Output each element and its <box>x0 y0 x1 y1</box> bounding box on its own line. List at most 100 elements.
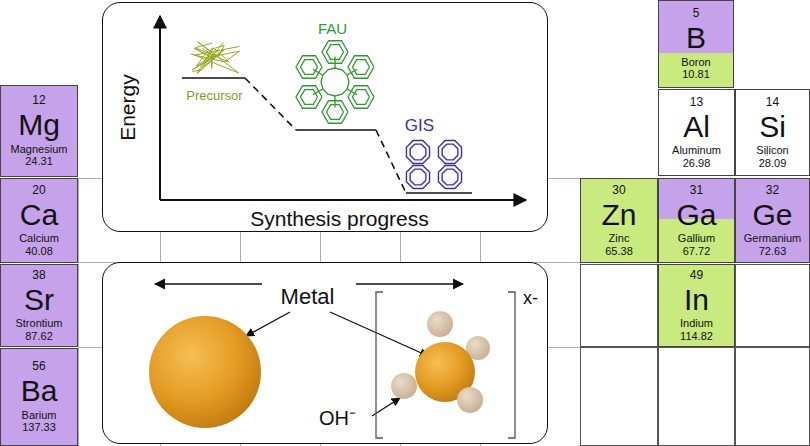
element-symbol: Ba <box>21 374 58 409</box>
fau-cage <box>322 101 348 124</box>
element-name: Calcium <box>19 232 59 245</box>
fau-cage <box>352 60 369 75</box>
element-symbol: Ca <box>20 198 58 233</box>
fau-bond <box>313 69 323 75</box>
element-symbol: Sr <box>24 283 54 318</box>
fau-cage <box>348 56 374 79</box>
hydroxide-complex <box>391 311 490 413</box>
element-name: Barium <box>22 409 57 422</box>
element-tile: 49InIndium114.82 <box>658 264 735 347</box>
fau-framework <box>296 41 374 124</box>
atomic-number: 31 <box>690 184 703 198</box>
gis-ring <box>406 140 429 163</box>
atomic-mass: 72.63 <box>759 245 787 258</box>
element-name: Aluminum <box>672 144 721 157</box>
element-tile: 5BBoron10.81 <box>658 0 734 88</box>
element-symbol: B <box>686 21 706 56</box>
diagram-label: GIS <box>405 117 434 136</box>
diagram-label: OH⁻ <box>319 407 356 429</box>
empty-cell <box>581 265 658 347</box>
diagram-label: Synthesis progress <box>250 207 429 230</box>
atomic-mass: 87.62 <box>25 330 53 343</box>
leader-lines <box>246 312 428 416</box>
energy-axes <box>160 16 526 200</box>
gis-ring <box>410 144 426 160</box>
element-name: Germanium <box>744 232 801 245</box>
gis-ring <box>438 140 461 163</box>
fau-cage <box>322 41 348 64</box>
fau-cage <box>327 105 344 120</box>
energy-levels <box>182 78 472 193</box>
element-tile: 20CaCalcium40.08 <box>0 178 78 263</box>
gis-ring <box>442 144 458 160</box>
precursor-strand <box>191 48 240 68</box>
atomic-number: 32 <box>766 184 779 198</box>
gis-ring <box>438 165 461 188</box>
atomic-mass: 24.31 <box>25 155 53 168</box>
gis-ring <box>406 165 429 188</box>
element-name: Boron <box>681 56 710 69</box>
direction-arrows <box>155 283 463 285</box>
element-symbol: Ge <box>752 198 792 233</box>
precursor-strand <box>195 42 240 73</box>
fau-cage <box>296 56 322 79</box>
illustration-panel: Metal x- OH⁻ <box>102 262 548 444</box>
precursor-strand <box>192 43 229 71</box>
gis-ring <box>442 169 458 185</box>
fau-cage <box>301 90 318 105</box>
diagram-label: x- <box>523 289 538 309</box>
atomic-number: 14 <box>766 96 779 110</box>
diagram-label: Metal <box>281 285 335 309</box>
fau-bond <box>347 89 357 95</box>
fau-cage <box>327 45 344 60</box>
atomic-number: 56 <box>32 360 45 374</box>
fau-bond <box>334 96 335 108</box>
atomic-number: 49 <box>690 269 703 283</box>
atomic-mass: 67.72 <box>683 245 711 258</box>
fau-bond <box>347 69 357 75</box>
element-symbol: Zn <box>601 198 636 233</box>
element-tile: 32GeGermanium72.63 <box>735 178 810 263</box>
atomic-mass: 65.38 <box>605 245 633 258</box>
element-name: Strontium <box>15 317 62 330</box>
element-name: Gallium <box>678 232 715 245</box>
element-name: Zinc <box>609 232 630 245</box>
element-name: Silicon <box>756 144 788 157</box>
element-symbol: Si <box>759 110 786 145</box>
diagram-label: FAU <box>318 21 347 38</box>
element-symbol: Mg <box>18 108 60 143</box>
empty-cell <box>736 265 810 347</box>
atomic-number: 13 <box>690 96 703 110</box>
element-tile: 31GaGallium67.72 <box>658 178 735 263</box>
element-tile: 13AlAluminum26.98 <box>658 89 735 176</box>
atomic-number: 30 <box>612 184 625 198</box>
atomic-mass: 10.81 <box>682 68 710 81</box>
precursor-strand <box>196 48 224 74</box>
element-tile: 56BaBarium137.33 <box>0 348 78 446</box>
bracket <box>376 292 515 438</box>
fau-cage <box>301 60 318 75</box>
precursor-structure <box>191 42 240 74</box>
atomic-number: 5 <box>693 7 700 21</box>
element-symbol: Ga <box>676 198 716 233</box>
fau-bond <box>334 57 335 69</box>
element-name: Indium <box>680 317 713 330</box>
gis-framework <box>406 140 461 188</box>
gis-ring <box>410 169 426 185</box>
empty-cell <box>736 348 810 446</box>
fau-supercage <box>321 68 349 96</box>
element-name: Magnesium <box>11 143 68 156</box>
atomic-number: 38 <box>32 269 45 283</box>
empty-cell <box>581 348 658 446</box>
empty-cell <box>659 348 735 446</box>
atomic-number: 12 <box>32 94 45 108</box>
illustration-panel: PrecursorFAUGISEnergySynthesis progress <box>102 2 548 232</box>
atomic-mass: 137.33 <box>22 421 56 434</box>
diagram-label: Energy <box>116 74 139 141</box>
fau-cage <box>352 90 369 105</box>
element-symbol: In <box>684 283 709 318</box>
atomic-mass: 26.98 <box>683 157 711 170</box>
atomic-mass: 114.82 <box>680 330 713 343</box>
element-tile: 14SiSilicon28.09 <box>735 89 810 176</box>
